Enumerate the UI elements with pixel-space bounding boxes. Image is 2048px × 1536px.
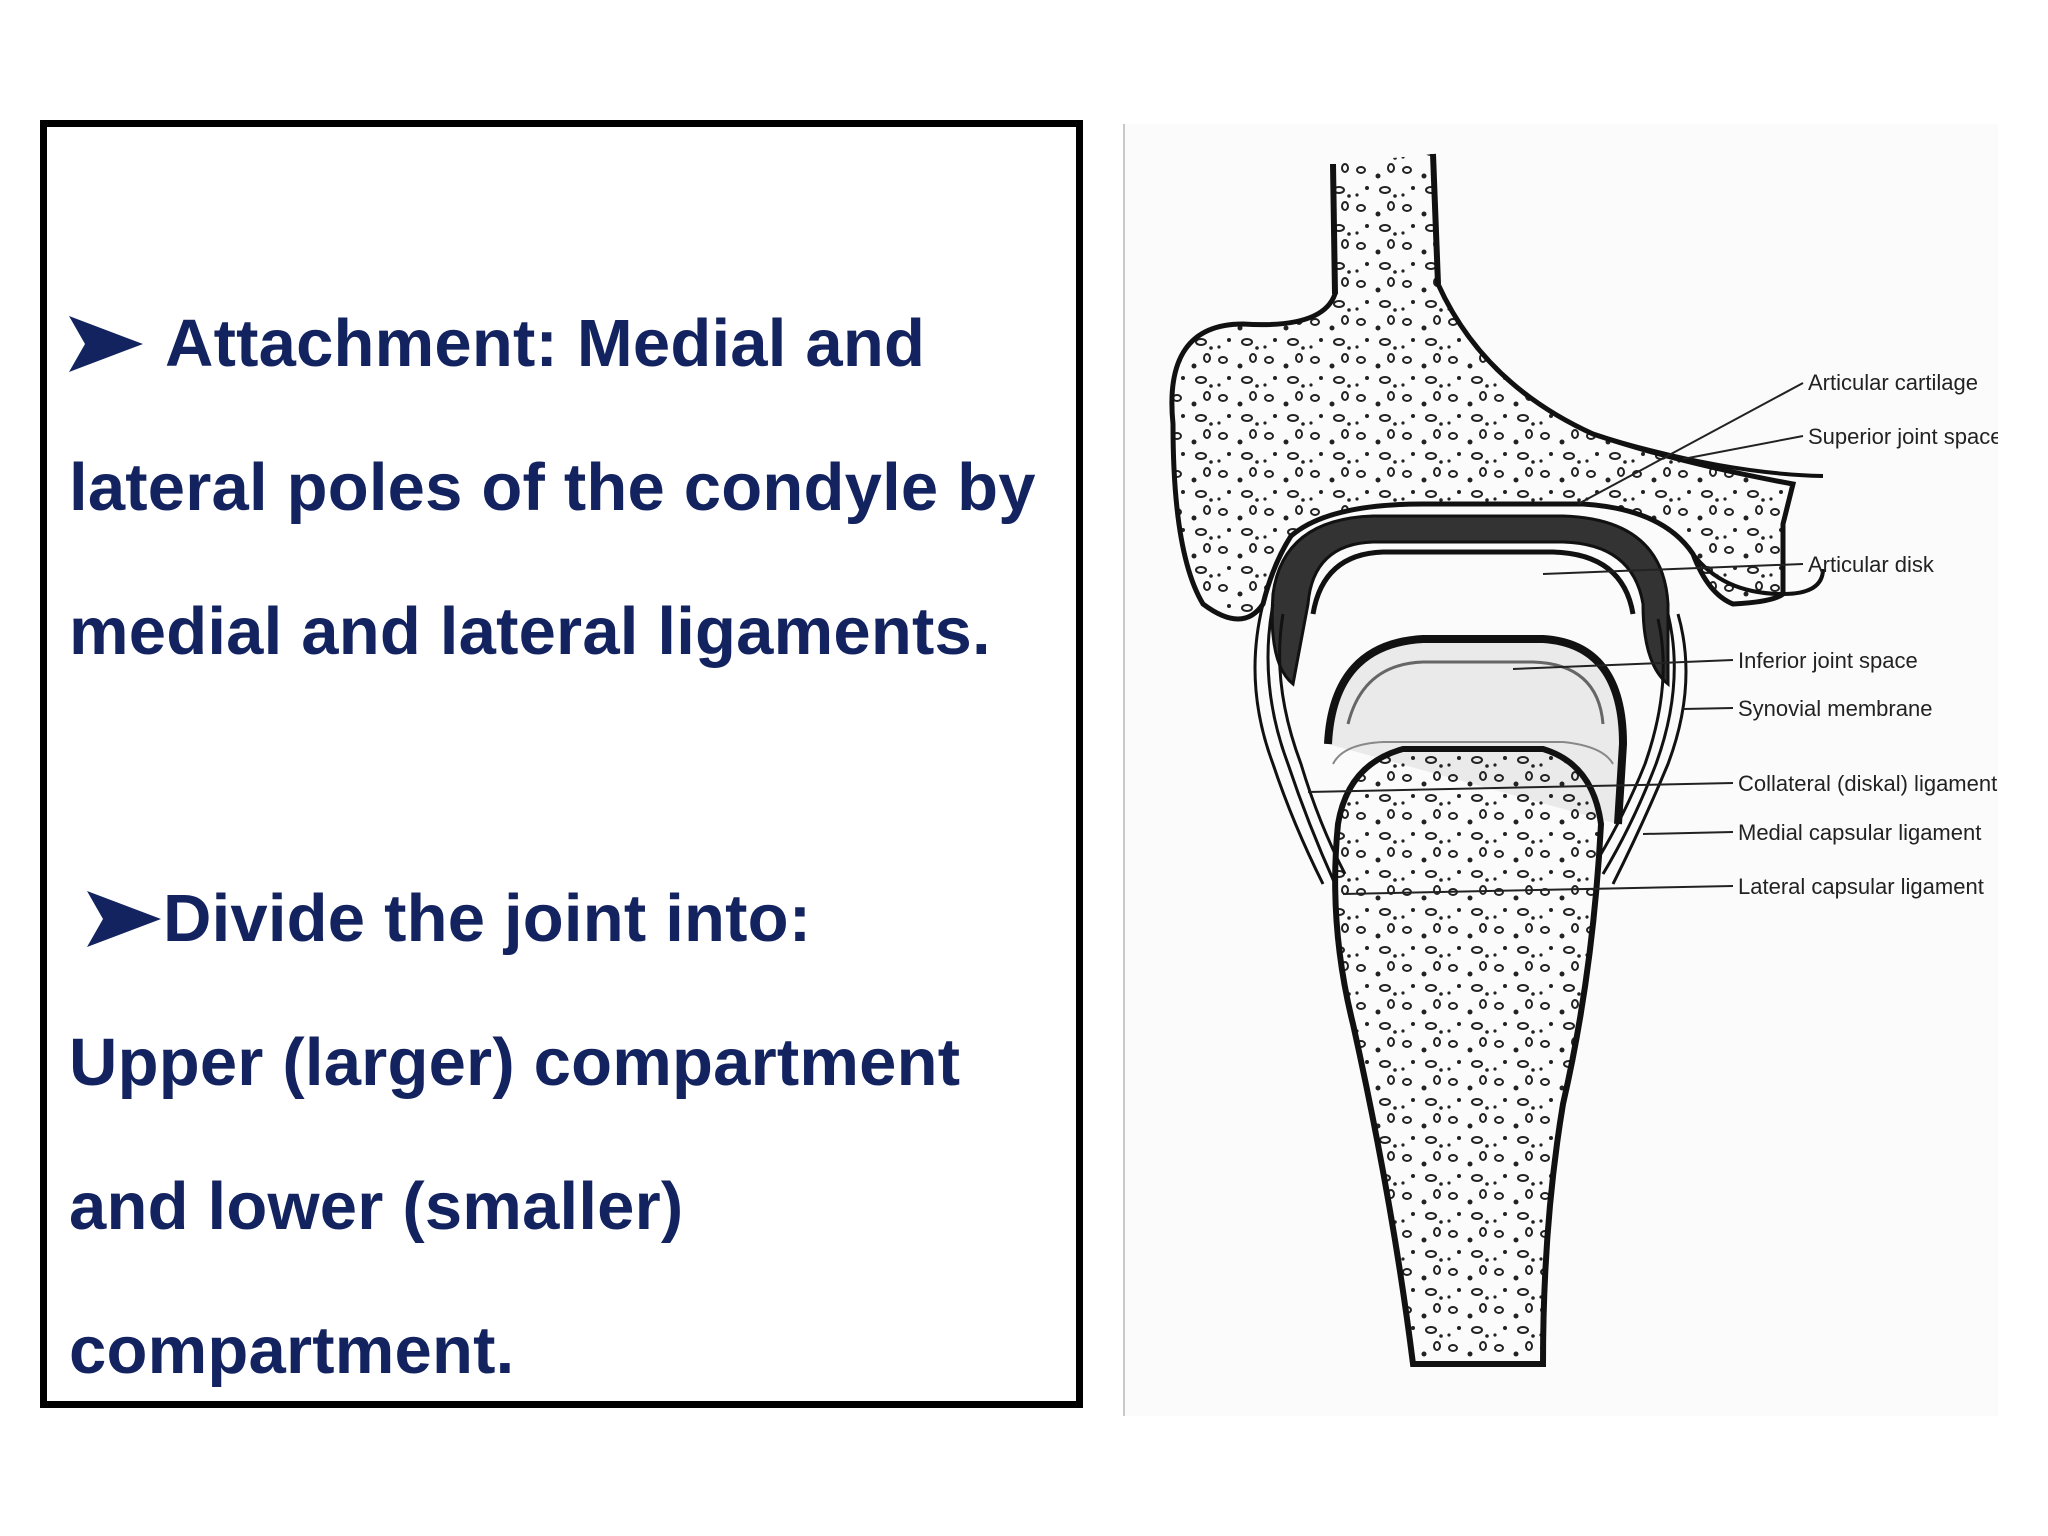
mandibular-ramus <box>1332 746 1605 1367</box>
label-synovial-membrane: Synovial membrane <box>1738 696 1932 721</box>
label-superior-joint-space: Superior joint space <box>1808 424 1998 449</box>
text-box: Attachment: Medial and lateral poles of … <box>40 120 1083 1408</box>
bullet-line: and lower (smaller) <box>69 1169 684 1244</box>
bullet-line: medial and lateral ligaments. <box>69 594 991 669</box>
bullet-text: Divide the joint into: <box>163 881 812 956</box>
bullet-attachment: Attachment: Medial and lateral poles of … <box>69 272 1079 704</box>
label-inferior-joint-space: Inferior joint space <box>1738 648 1918 673</box>
leader-lines <box>1307 382 1804 895</box>
bullet-line: compartment. <box>69 1313 515 1388</box>
bullet-text: Attachment: Medial and <box>165 306 926 381</box>
bullet-line: Divide the joint into: <box>69 847 1079 991</box>
bullet-line: Upper (larger) compartment <box>69 1025 961 1100</box>
bullet-line: lateral poles of the condyle by <box>69 450 1036 525</box>
figure-divider <box>1123 124 1125 1416</box>
label-collateral-ligament: Collateral (diskal) ligament <box>1738 771 1997 796</box>
temporal-bone <box>1169 153 1825 622</box>
capsular-ligaments <box>1253 603 1688 885</box>
arrow-bullet-icon <box>87 847 161 991</box>
bullet-line: Attachment: Medial and <box>69 272 1079 416</box>
label-articular-cartilage: Articular cartilage <box>1808 370 1978 395</box>
label-articular-disk: Articular disk <box>1808 552 1935 577</box>
tmj-illustration: Articular cartilage Superior joint space… <box>1169 153 1998 1367</box>
label-lateral-capsular-ligament: Lateral capsular ligament <box>1738 874 1984 899</box>
diagram-labels: Articular cartilage Superior joint space… <box>1738 370 1998 899</box>
bullet-divide: Divide the joint into: Upper (larger) co… <box>69 847 1079 1423</box>
tmj-diagram: Articular cartilage Superior joint space… <box>1123 124 1998 1416</box>
articular-disk <box>1270 514 1670 688</box>
arrow-bullet-icon <box>69 272 143 416</box>
label-medial-capsular-ligament: Medial capsular ligament <box>1738 820 1981 845</box>
